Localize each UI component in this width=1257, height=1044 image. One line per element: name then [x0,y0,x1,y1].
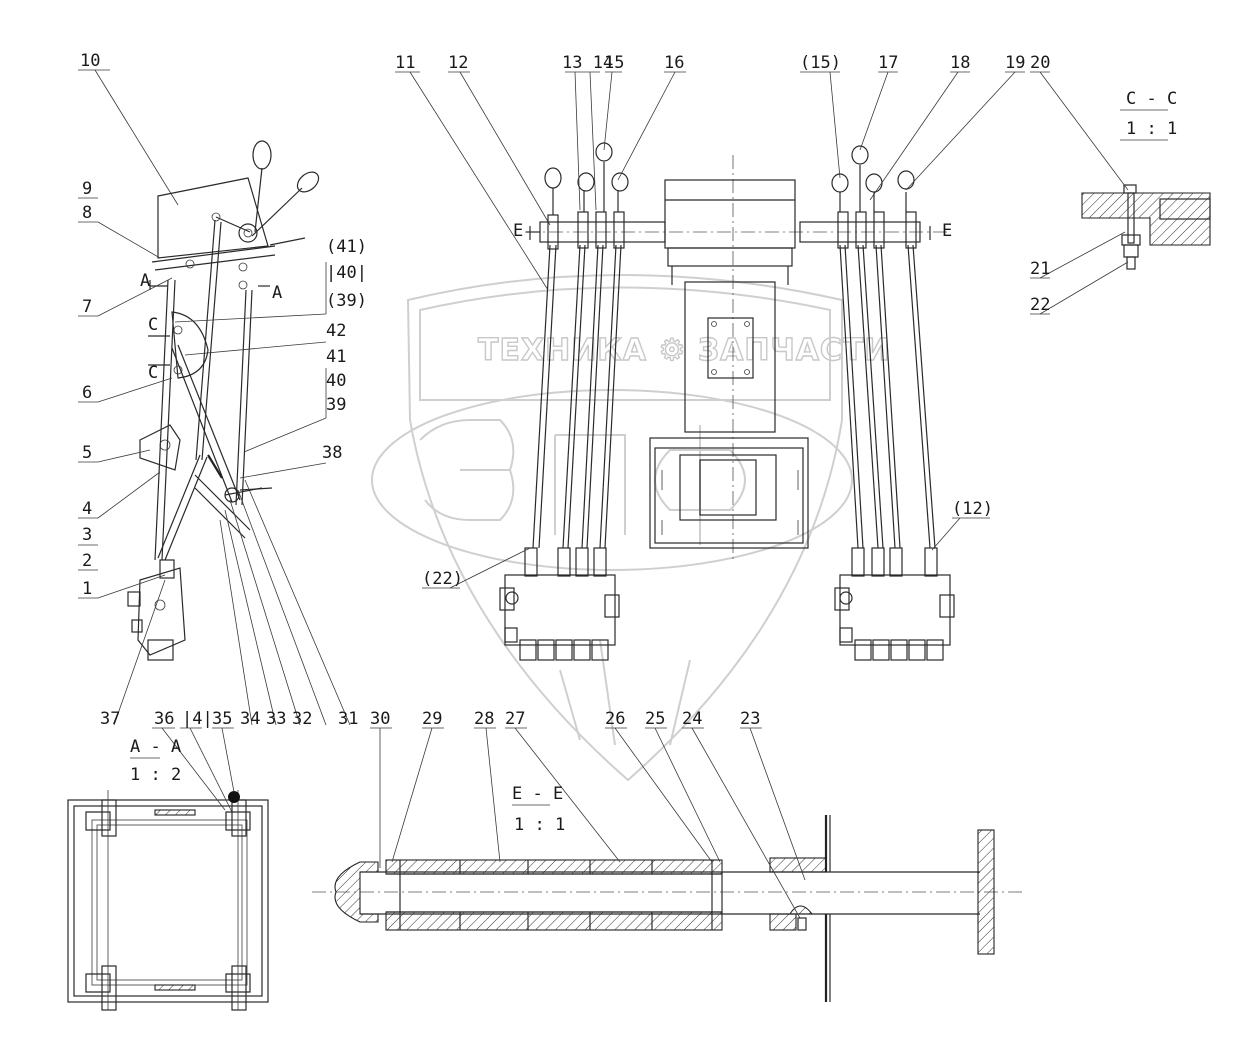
callout-4: 4 [82,499,92,519]
callout-15: 15 [604,53,624,73]
callout-2: 2 [82,551,92,571]
callout-10: 10 [80,51,100,71]
section-mark-c-bottom: C [148,363,158,383]
section-e-e [312,727,1025,1002]
section-a-a [67,727,269,1011]
section-ee-scale: 1 : 1 [514,815,565,835]
section-cc-title: C - C [1126,89,1177,109]
callout-19: 19 [1005,53,1025,73]
callout-39-paren: (39) [326,291,367,311]
callout-21: 21 [1030,259,1050,279]
section-mark-a-right: A [272,283,282,303]
callout-29: 29 [422,709,442,729]
callout-38: 38 [322,443,342,463]
callout-40: 40 [326,371,346,391]
callout-labels: 10 9 8 7 6 5 4 3 2 1 (41) |40| (39) 42 4… [80,51,1050,729]
callout-37: 37 [100,709,120,729]
section-c-c [1030,71,1211,315]
callout-8: 8 [82,203,92,223]
callout-11: 11 [395,53,415,73]
watermark-logo: ТЕХНИКА ⚙ ЗАПЧАСТИ [371,274,891,782]
section-mark-a-left: A [140,271,150,291]
left-lever-view: A A C C [127,140,320,661]
callout-39: 39 [326,395,346,415]
callout-25: 25 [645,709,665,729]
callout-27: 27 [505,709,525,729]
section-aa-title: A - A [130,737,181,757]
section-ee-title: E - E [512,784,563,804]
callout-6: 6 [82,383,92,403]
callout-32: 32 [292,709,312,729]
section-mark-c-top: C [148,315,158,335]
center-leaders [395,71,1025,589]
left-leaders [78,69,351,726]
callout-9: 9 [82,179,92,199]
callout-13-14: 13 14 [562,53,613,73]
callout-1: 1 [82,579,92,599]
callout-4-box: |4| [182,709,213,729]
callout-33: 33 [266,709,286,729]
callout-31: 31 [338,709,358,729]
callout-30: 30 [370,709,390,729]
callout-35: 35 [212,709,232,729]
section-titles: C - C 1 : 1 A - A 1 : 2 E - E 1 : 1 [130,89,1177,835]
callout-22: 22 [1030,295,1050,315]
callout-17: 17 [878,53,898,73]
callout-41-paren: (41) [326,237,367,257]
callout-16: 16 [664,53,684,73]
callout-40-box: |40| [326,263,367,283]
callout-34: 34 [240,709,260,729]
watermark-text: ТЕХНИКА ⚙ ЗАПЧАСТИ [478,333,891,368]
callout-24: 24 [682,709,702,729]
section-mark-e-right: E [942,221,952,241]
callout-5: 5 [82,443,92,463]
section-aa-scale: 1 : 2 [130,765,181,785]
section-cc-scale: 1 : 1 [1126,119,1177,139]
callout-28: 28 [474,709,494,729]
callout-26: 26 [605,709,625,729]
callout-20: 20 [1030,53,1050,73]
callout-36: 36 [154,709,174,729]
callout-15-paren: (15) [800,53,841,73]
callout-23: 23 [740,709,760,729]
callout-22-paren: (22) [422,569,463,589]
section-mark-e-left: E [513,221,523,241]
callout-41: 41 [326,347,346,367]
callout-7: 7 [82,297,92,317]
center-top-view: E E [499,142,955,661]
callout-42: 42 [326,321,346,341]
callout-18: 18 [950,53,970,73]
callout-12-paren: (12) [952,499,993,519]
callout-12: 12 [448,53,468,73]
callout-3: 3 [82,525,92,545]
